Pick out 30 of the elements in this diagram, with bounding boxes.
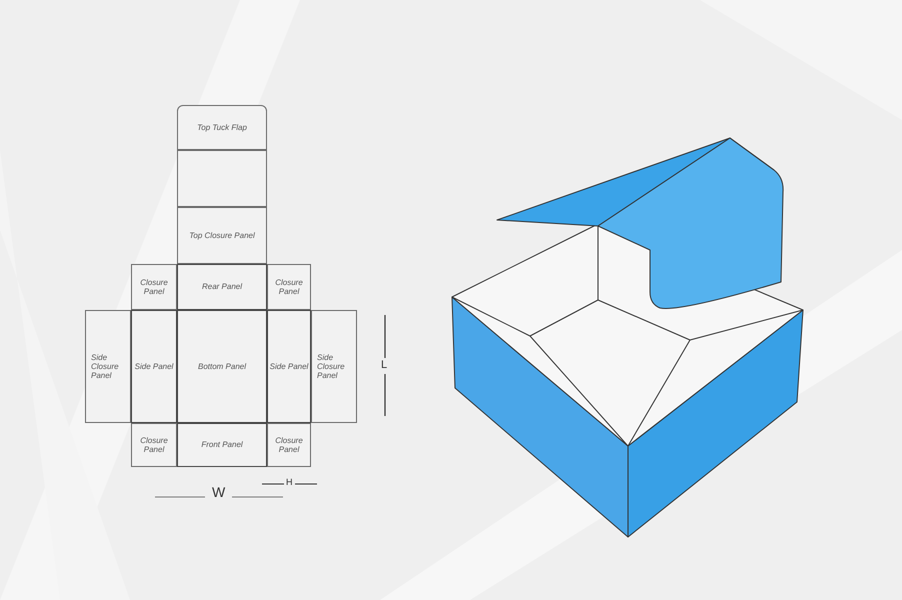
panel-label: Closure Panel: [274, 278, 304, 296]
dimension-label: L: [381, 360, 388, 371]
dieline-panel: [311, 310, 357, 423]
dieline-panel: [177, 105, 267, 150]
dimension-label: H: [286, 478, 292, 487]
dieline-panel: [131, 264, 177, 310]
panel-label: Top Tuck Flap: [197, 122, 247, 132]
dieline-panel: [131, 310, 177, 423]
dieline-panel: [267, 423, 311, 467]
dieline-panel: [177, 264, 267, 310]
dimension-label: W: [212, 485, 226, 499]
dieline-panel: [177, 423, 267, 467]
panel-label: Side Closure Panel: [91, 352, 120, 380]
panel-label: Side Panel: [134, 362, 174, 372]
panel-label: Closure Panel: [139, 278, 169, 296]
panel-label: Rear Panel: [202, 282, 242, 292]
panel-label: Side Closure Panel: [317, 352, 346, 380]
dieline-panel: [267, 310, 311, 423]
panel-label: Closure Panel: [274, 436, 304, 454]
panel-label: Closure Panel: [139, 436, 169, 454]
dieline-panel: [177, 207, 267, 264]
panel-label: Top Closure Panel: [189, 230, 255, 240]
panel-label: Front Panel: [201, 440, 243, 450]
dieline-panel: [267, 264, 311, 310]
empty-panel: [177, 150, 267, 207]
dieline-panel: [131, 423, 177, 467]
panel-label: Bottom Panel: [198, 362, 246, 372]
dieline-panel: [177, 310, 267, 423]
panel-label: Side Panel: [270, 362, 308, 372]
dieline-panel: [85, 310, 131, 423]
